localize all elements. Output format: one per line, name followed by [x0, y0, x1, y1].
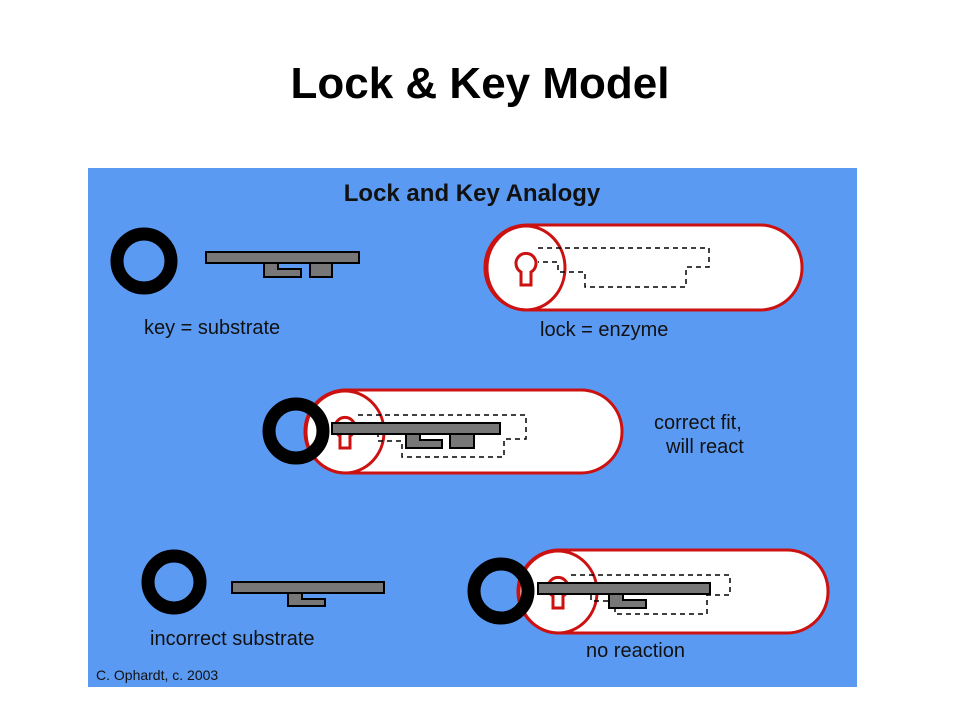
key-label: key = substrate	[144, 317, 280, 339]
correct-fit-label-line2: will react	[665, 436, 744, 458]
no-reaction-label: no reaction	[586, 640, 685, 662]
incorrect-key-icon	[141, 549, 385, 615]
correct-fit-icon	[262, 388, 624, 475]
lock-icon	[483, 223, 804, 312]
incorrect-substrate-label: incorrect substrate	[150, 628, 315, 650]
correct-fit-label-line1: correct fit,	[654, 412, 742, 434]
no-reaction-icon	[467, 548, 830, 635]
key-icon	[110, 227, 360, 295]
slide-title: Lock & Key Model	[290, 59, 670, 108]
lock-and-key-figure: Lock and Key Analogy key = substrate loc…	[88, 168, 857, 687]
figure-title: Lock and Key Analogy	[344, 180, 601, 207]
lock-label: lock = enzyme	[540, 319, 668, 341]
credit-text: C. Ophardt, c. 2003	[96, 667, 218, 683]
